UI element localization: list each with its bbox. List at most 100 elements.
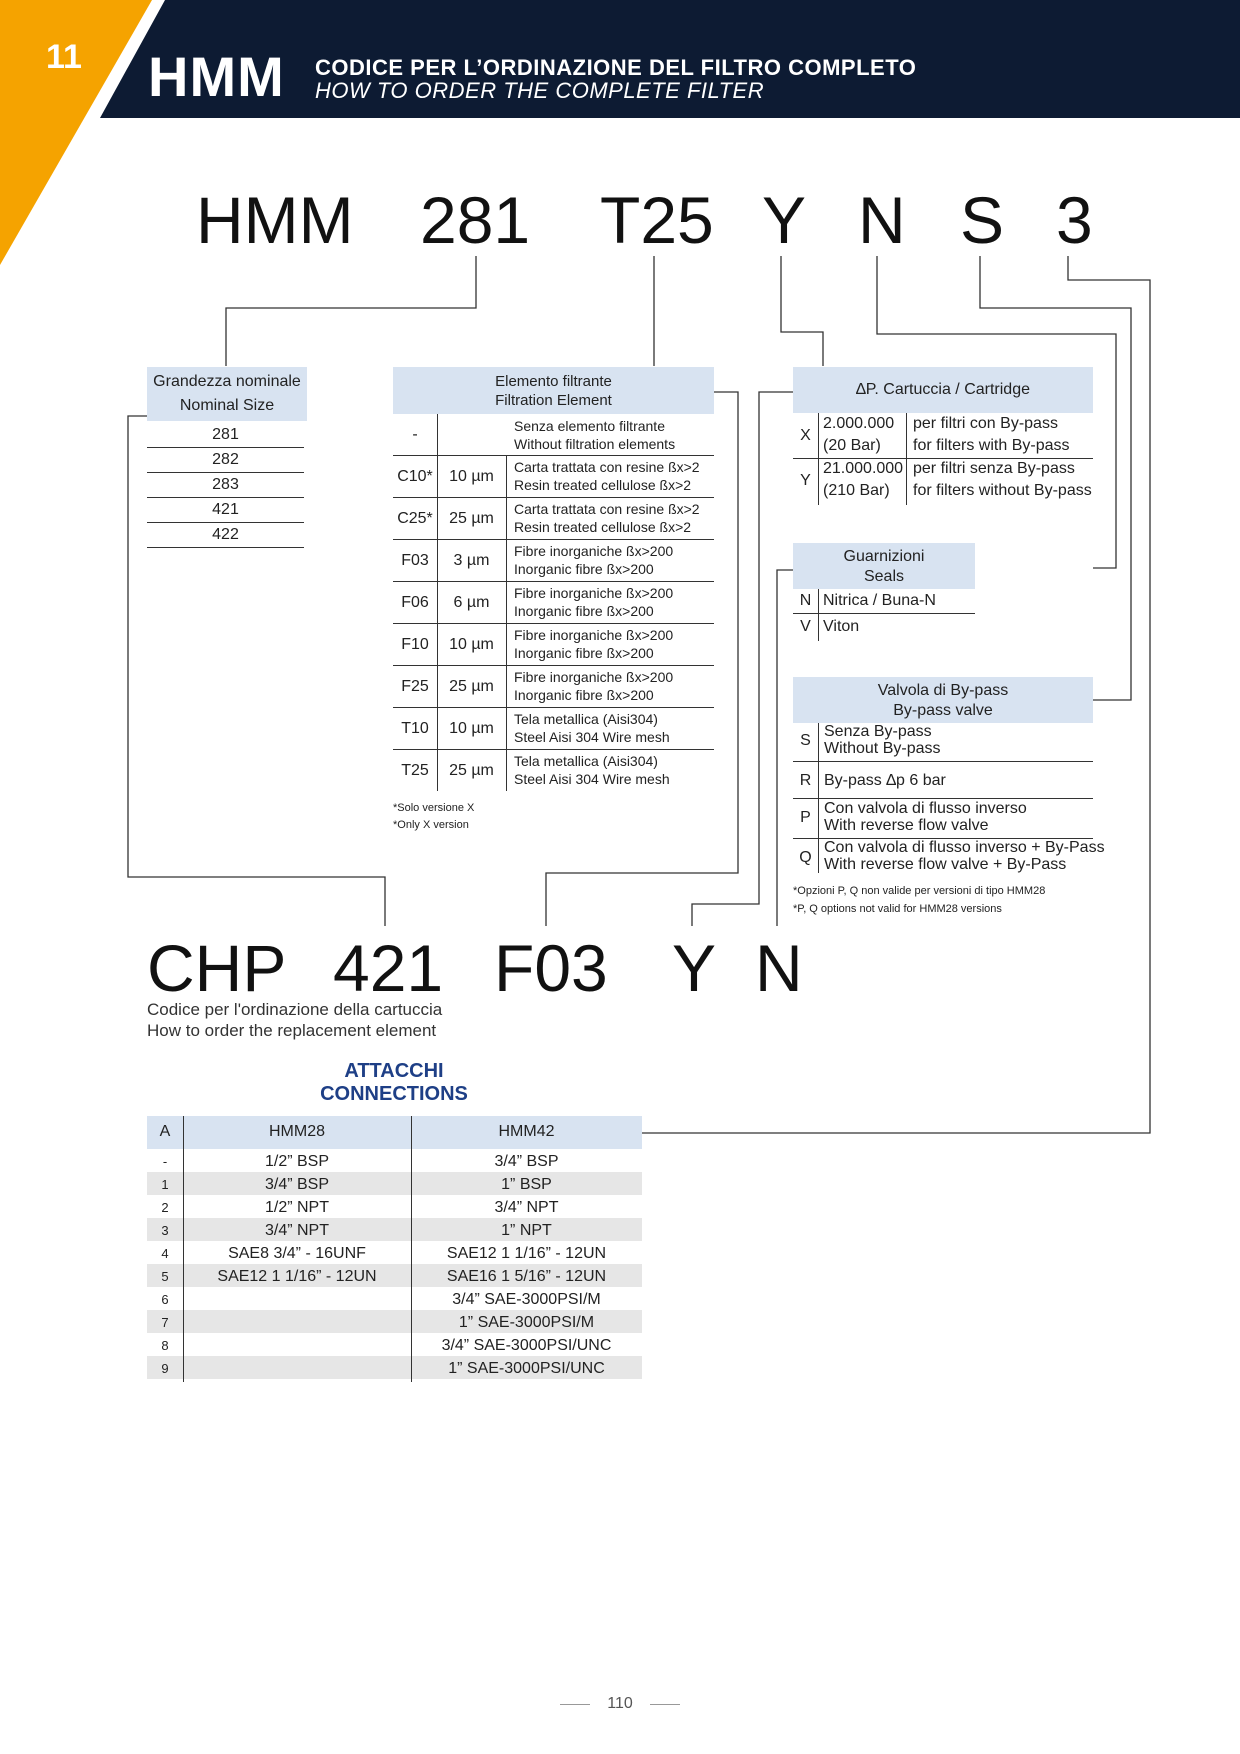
bypass-title-en: By-pass valve (893, 702, 993, 719)
filtration-code: T25 (401, 762, 429, 779)
connections-header-a: A (159, 1123, 171, 1140)
bypass-desc-it: Con valvola di flusso inverso + By-Pass (824, 839, 1105, 856)
connection-code: 6 (161, 1292, 169, 1307)
filtration-desc-en: Inorganic fibre ßx>200 (514, 687, 654, 703)
filtration-row: C10* 10 µm Carta trattata con resine ßx>… (393, 456, 714, 497)
nominal-size-title-it: Grandezza nominale (153, 373, 301, 390)
connection-code: 7 (161, 1315, 169, 1330)
connection-code: 4 (161, 1246, 169, 1261)
bypass-code: S (800, 732, 811, 749)
connections-title-it: ATTACCHI (344, 1060, 444, 1082)
filtration-desc-en: Resin treated cellulose ßx>2 (514, 477, 692, 493)
cartridge-value: (210 Bar) (823, 482, 890, 499)
replacement-caption-it: Codice per l'ordinazione della cartuccia (147, 1000, 443, 1019)
connection-hmm42: 1” NPT (501, 1222, 552, 1239)
connection-hmm28: SAE8 3/4” - 16UNF (228, 1245, 366, 1262)
replacement-code-size: 421 (333, 931, 444, 1005)
cartridge-desc: for filters with By-pass (913, 437, 1070, 454)
seals-title-it: Guarnizioni (843, 548, 925, 565)
bypass-note-it: *Opzioni P, Q non valide per versioni di… (793, 885, 1046, 897)
replacement-caption-en: How to order the replacement element (147, 1021, 437, 1040)
nominal-size-value: 283 (212, 476, 239, 493)
bypass-desc-it: Con valvola di flusso inverso (824, 800, 1027, 817)
filtration-row: C25* 25 µm Carta trattata con resine ßx>… (393, 498, 714, 539)
bypass-desc-it: By-pass ∆p 6 bar (824, 772, 946, 789)
connection-hmm28: 3/4” NPT (264, 1222, 329, 1239)
filtration-code: - (412, 426, 418, 443)
cartridge-desc: for filters without By-pass (913, 482, 1092, 499)
connection-code: 1 (161, 1177, 169, 1192)
filtration-rating: 25 µm (449, 510, 494, 527)
footer-page-number: 110 (607, 1695, 633, 1712)
cartridge-value: (20 Bar) (823, 437, 881, 454)
filtration-rating: 25 µm (449, 678, 494, 695)
filtration-rating: 10 µm (449, 720, 494, 737)
filtration-desc-it: Fibre inorganiche ßx>200 (514, 627, 674, 643)
section-number: 11 (46, 38, 82, 76)
nominal-size-value: 422 (212, 526, 239, 543)
connection-hmm42: 3/4” NPT (494, 1199, 559, 1216)
connection-hmm42: SAE16 1 5/16” - 12UN (446, 1268, 607, 1285)
order-code-seals: N (858, 183, 906, 257)
filtration-code: F10 (401, 636, 429, 653)
connections-header-hmm42: HMM42 (498, 1123, 555, 1140)
seals-label: Viton (823, 618, 860, 635)
filtration-desc-it: Senza elemento filtrante (514, 418, 665, 434)
filtration-rating: 6 µm (453, 594, 490, 611)
cartridge-header: ∆P. Cartuccia / Cartridge (793, 367, 1093, 413)
order-code-cartridge: Y (762, 183, 807, 257)
filtration-code: F03 (401, 552, 429, 569)
connection-code: 8 (161, 1338, 169, 1353)
filtration-rating: 25 µm (449, 762, 494, 779)
bypass-desc-en: With reverse flow valve (824, 817, 989, 834)
nominal-size-value: 282 (212, 451, 239, 468)
cartridge-desc: per filtri senza By-pass (913, 460, 1075, 477)
filtration-desc-it: Tela metallica (Aisi304) (514, 753, 658, 769)
filtration-row: T25 25 µm Tela metallica (Aisi304) Steel… (393, 750, 714, 791)
filtration-note-en: *Only X version (393, 819, 469, 831)
replacement-code-seals: N (755, 931, 803, 1005)
replacement-code-series: CHP (147, 931, 287, 1005)
filtration-desc-en: Inorganic fibre ßx>200 (514, 603, 654, 619)
connection-hmm42: 1” SAE-3000PSI/M (458, 1314, 595, 1331)
connection-hmm28: 1/2” NPT (264, 1199, 329, 1216)
nominal-size-value: 421 (212, 501, 239, 518)
header-title-it: CODICE PER L’ORDINAZIONE DEL FILTRO COMP… (315, 55, 917, 80)
filtration-row: F06 6 µm Fibre inorganiche ßx>200 Inorga… (393, 582, 714, 623)
seals-header: Guarnizioni Seals (793, 543, 975, 589)
bypass-code: R (799, 772, 812, 789)
bypass-desc-en: Without By-pass (824, 740, 941, 757)
connection-code: 3 (161, 1223, 169, 1238)
bypass-title-it: Valvola di By-pass (877, 682, 1009, 699)
cartridge-code: X (800, 427, 811, 444)
order-code-element: T25 (600, 183, 714, 257)
nominal-size-title-en: Nominal Size (179, 397, 275, 414)
filtration-code: C25* (397, 510, 433, 527)
cartridge-desc: per filtri con By-pass (913, 415, 1058, 432)
nominal-size-header: Grandezza nominale Nominal Size (147, 367, 307, 421)
filtration-element-title-it: Elemento filtrante (495, 373, 612, 390)
order-code-bypass: S (960, 183, 1005, 257)
connections-header-hmm28: HMM28 (268, 1123, 325, 1140)
filtration-code: T10 (401, 720, 429, 737)
filtration-row: F25 25 µm Fibre inorganiche ßx>200 Inorg… (393, 666, 714, 707)
filtration-rating: 3 µm (453, 552, 490, 569)
filtration-row: F03 3 µm Fibre inorganiche ßx>200 Inorga… (393, 540, 714, 581)
filtration-desc-en: Without filtration elements (514, 436, 676, 452)
bypass-desc-en: With reverse flow valve + By-Pass (824, 856, 1067, 873)
connection-code: 5 (161, 1269, 169, 1284)
connection-hmm28: 1/2” BSP (264, 1153, 330, 1170)
nominal-size-value: 281 (212, 426, 239, 443)
filtration-row: - Senza elemento filtrante Without filtr… (393, 414, 714, 455)
seals-code: V (800, 618, 811, 635)
connection-hmm42: 1” BSP (501, 1176, 552, 1193)
replacement-code-cartridge: Y (672, 931, 717, 1005)
cartridge-value: 21.000.000 (823, 460, 904, 477)
filtration-note-it: *Solo versione X (393, 802, 475, 814)
connections-table: A HMM28 HMM42 - 1/2” BSP 3/4” BSP 1 3/4”… (147, 1116, 642, 1383)
cartridge-value: 2.000.000 (823, 415, 895, 432)
connection-hmm42: 1” SAE-3000PSI/UNC (448, 1360, 605, 1377)
filtration-desc-it: Fibre inorganiche ßx>200 (514, 585, 674, 601)
connection-code: 2 (161, 1200, 169, 1215)
